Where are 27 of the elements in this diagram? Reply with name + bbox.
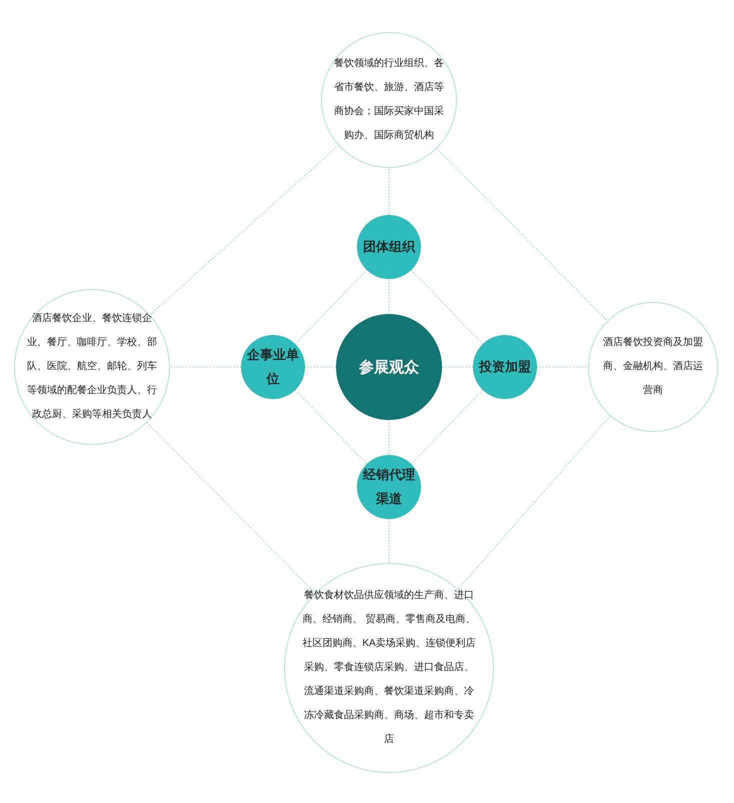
connector-line: [442, 366, 474, 368]
connector-line: [410, 270, 484, 344]
connector-line: [388, 420, 390, 456]
connector-line: [536, 366, 588, 368]
connector-line: [388, 278, 390, 314]
circle-label: 酒店餐饮企业、餐饮连锁企业、餐厅、咖啡厅、学校、部队、医院、航空、邮轮、列车等领域的配餐企业负责人、行政总厨、采购等相关负责人: [26, 312, 158, 422]
circle-label: 参展观众: [358, 358, 420, 376]
circle-label: 经销代理渠道: [362, 466, 416, 508]
connector-line: [294, 390, 368, 464]
circle-label: 餐饮领域的行业组织、各省市餐饮、旅游、酒店等商协会；国际买家中国采购办、国际商贸机构: [333, 56, 445, 143]
connector-line: [146, 422, 316, 594]
connector-line: [458, 415, 611, 590]
connector-line: [388, 168, 390, 216]
connector-line: [436, 148, 608, 322]
circle-label: 酒店餐饮投资商及加盟商、金融机构、酒店运营商: [602, 336, 704, 398]
connector-line: [410, 390, 484, 464]
circle-label: 企事业单位: [246, 346, 300, 388]
circle-label: 投资加盟: [478, 358, 532, 376]
connector-line: [150, 144, 339, 316]
category-circle: [241, 335, 305, 399]
connector-line: [304, 366, 336, 368]
circle-label: 餐饮食材饮品供应领域的生产商、进口商、经销商、 贸易商、零售商及电商、社区团购商、KA卖场采购、连锁便利店采购、零食连锁店采购、进口食品店、流通渠道采购商、餐饮渠道采购商、冷冻冷藏食品采购商、商场、超市和专卖店: [301, 588, 477, 747]
connector-line: [170, 366, 242, 368]
connector-line: [294, 270, 368, 344]
circle-label: 团体组织: [362, 238, 416, 256]
category-circle: [473, 335, 537, 399]
connector-line: [388, 518, 390, 564]
